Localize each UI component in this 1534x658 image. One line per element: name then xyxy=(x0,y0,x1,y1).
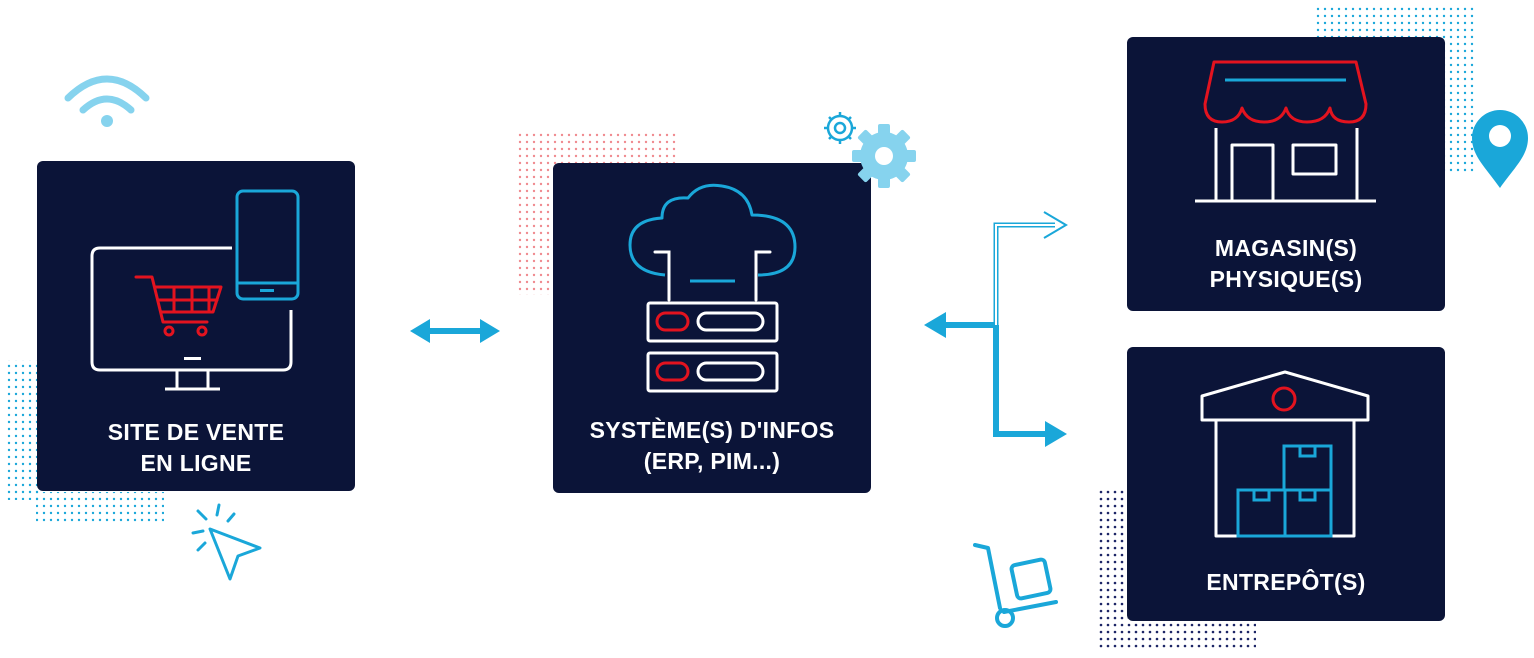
dots-bottom-left xyxy=(36,492,164,522)
location-pin-icon xyxy=(1472,110,1528,188)
card-warehouse: ENTREPÔT(S) xyxy=(1127,347,1445,621)
storefront-icon xyxy=(1195,60,1376,203)
label-online-store-line2: EN LIGNE xyxy=(140,450,252,476)
gears-icon xyxy=(824,112,916,188)
dots-left xyxy=(5,360,41,500)
warehouse-icon xyxy=(1200,370,1370,538)
dots-bottom-right xyxy=(1098,488,1128,648)
card-online-store: SITE DE VENTE EN LIGNE xyxy=(37,161,355,491)
dots-bottom-strip xyxy=(1128,620,1256,648)
label-warehouse-line1: ENTREPÔT(S) xyxy=(1206,569,1366,595)
label-info-system-line2: (ERP, PIM...) xyxy=(643,448,781,474)
branch-arrows xyxy=(924,211,1068,447)
cloud-server-icon xyxy=(628,183,797,393)
label-physical-store-line1: MAGASIN(S) xyxy=(1214,235,1358,261)
dots-right-edge xyxy=(1443,40,1477,172)
cursor-click-icon xyxy=(191,503,262,581)
smartphone-icon xyxy=(235,189,300,301)
card-physical-store: MAGASIN(S) PHYSIQUE(S) xyxy=(1127,37,1445,311)
label-online-store-line1: SITE DE VENTE xyxy=(107,419,285,445)
dots-top-right xyxy=(1316,6,1476,40)
wifi-icon xyxy=(64,75,150,127)
bidirectional-arrow xyxy=(410,319,500,343)
label-physical-store-line2: PHYSIQUE(S) xyxy=(1209,266,1363,292)
monitor-cart-icon xyxy=(90,246,293,391)
label-info-system-line1: SYSTÈME(S) D'INFOS xyxy=(589,417,835,443)
hand-truck-icon xyxy=(973,543,1058,628)
card-info-system: SYSTÈME(S) D'INFOS (ERP, PIM...) xyxy=(553,163,871,493)
